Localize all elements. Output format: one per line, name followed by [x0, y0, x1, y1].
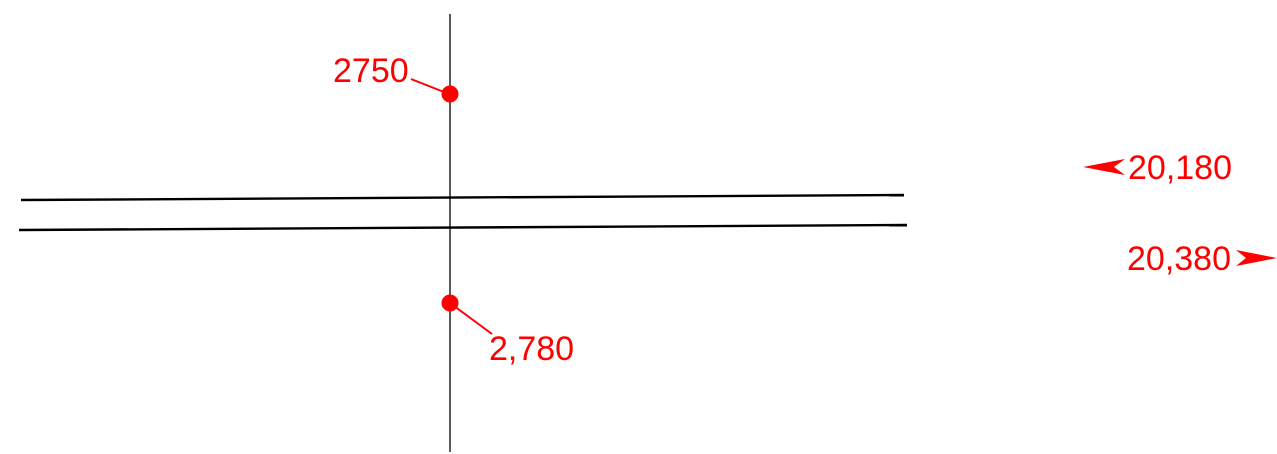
bottom-point-leader	[449, 302, 493, 335]
top-point-marker-icon	[441, 85, 459, 103]
arrow-right-icon	[1236, 250, 1277, 266]
top-point-label: 2750	[333, 52, 409, 90]
lower-horizontal-line	[18, 223, 908, 232]
left-arrow-label: 20,180	[1128, 149, 1232, 187]
upper-horizontal-line	[20, 193, 905, 202]
right-arrow-label: 20,380	[1127, 240, 1231, 278]
bottom-point-label: 2,780	[489, 330, 574, 368]
bottom-point-marker-icon	[441, 294, 459, 312]
arrow-left-icon	[1083, 159, 1125, 175]
